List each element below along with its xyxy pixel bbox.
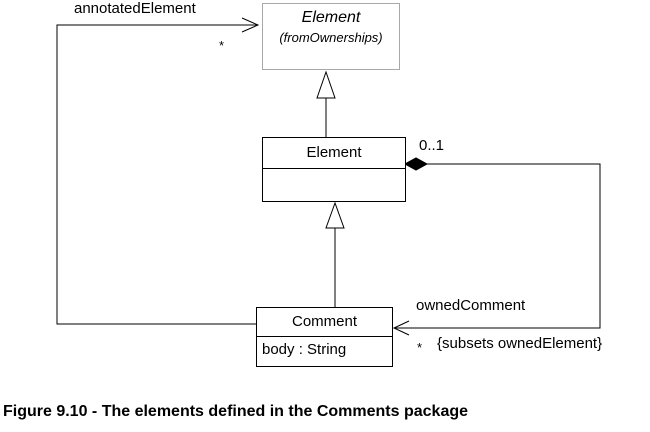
constraint-subsets-owned-element: {subsets ownedElement} xyxy=(437,335,603,352)
class-element-from-ownerships: Element (fromOwnerships) xyxy=(262,3,400,70)
multiplicity-owned-comment: * xyxy=(417,340,423,355)
class-element-name: Element xyxy=(306,144,362,161)
composition-diamond xyxy=(403,157,429,171)
multiplicity-annotated-element: * xyxy=(219,38,225,53)
owned-comment-arrowhead xyxy=(392,320,410,336)
class-comment-attributes-compartment: body : String xyxy=(257,336,392,358)
owned-comment-association xyxy=(394,163,601,329)
multiplicity-owner: 0..1 xyxy=(419,137,445,154)
annotated-element-arrowhead xyxy=(241,17,260,33)
class-element-attributes-compartment xyxy=(263,168,405,169)
figure-caption: Figure 9.10 - The elements defined in th… xyxy=(3,403,469,420)
role-owned-comment: ownedComment xyxy=(416,297,526,314)
attribute-body: body : String xyxy=(262,341,347,358)
generalization-arrowhead-upper xyxy=(316,70,336,99)
class-element: Element xyxy=(262,137,406,202)
annotated-element-association xyxy=(56,24,257,325)
class-comment: Comment body : String xyxy=(256,307,393,367)
role-annotated-element: annotatedElement xyxy=(74,0,196,17)
generalization-arrowhead-lower xyxy=(325,201,345,229)
class-origin-label: (fromOwnerships) xyxy=(279,30,383,45)
class-comment-name: Comment xyxy=(291,313,358,330)
class-element-from-ownerships-name: Element xyxy=(301,9,361,26)
